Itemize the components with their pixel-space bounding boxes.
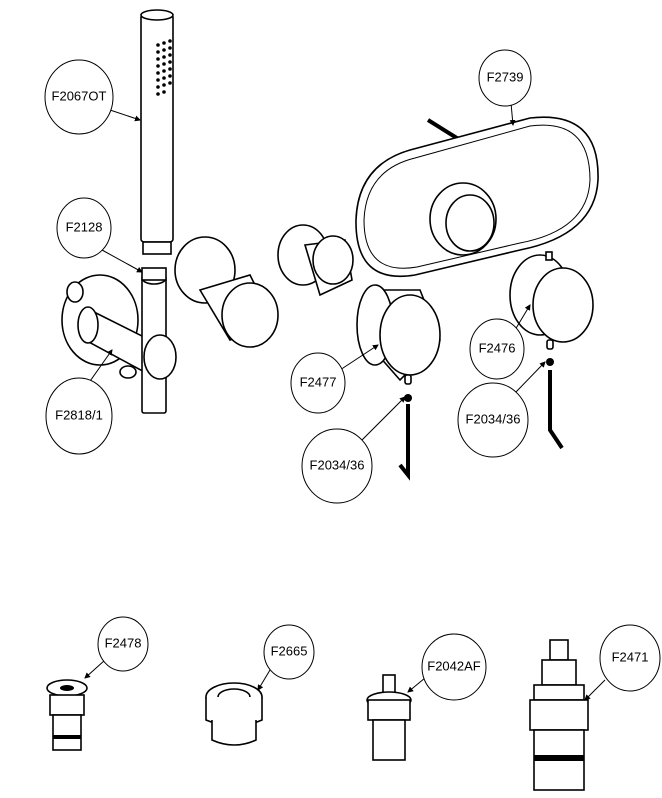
callout-f2042af: F2042AF (421, 633, 487, 701)
callout-f2128: F2128 (56, 197, 112, 259)
callout-label: F2042AF (427, 658, 481, 673)
callout-f2478: F2478 (97, 616, 149, 672)
callout-f2818-1: F2818/1 (45, 377, 113, 455)
callout-label: F2067OT (52, 88, 107, 103)
callout-label: F2477 (300, 374, 337, 389)
callout-label: F2128 (66, 219, 103, 234)
callout-f2665: F2665 (263, 624, 315, 680)
callout-f2476: F2476 (469, 318, 525, 380)
sleeve-drawing (277, 224, 354, 297)
callout-label: F2739 (487, 69, 524, 84)
cartridge-f2471-drawing (529, 639, 589, 791)
knob-left-drawing (356, 284, 441, 382)
callout-label: F2476 (479, 340, 516, 355)
callout-label: F2471 (612, 649, 649, 664)
callout-label: F2818/1 (55, 407, 103, 422)
cover-plate-drawing (355, 116, 599, 277)
callout-f2034-36-right: F2034/36 (457, 382, 529, 458)
hex-key-left-drawing (398, 374, 412, 481)
hand-shower-drawing (140, 9, 174, 255)
leader-lines (84, 102, 606, 701)
hex-key-right-drawing (546, 339, 564, 450)
part-f2478-drawing (46, 679, 88, 751)
callout-label: F2034/36 (310, 457, 365, 472)
callout-f2739: F2739 (478, 49, 532, 107)
wall-outlet-holder-drawing (61, 267, 177, 414)
cartridge-f2042af-drawing (366, 674, 412, 761)
knob-right-drawing (509, 251, 594, 343)
callout-f2477: F2477 (290, 352, 346, 414)
callout-label: F2478 (105, 635, 142, 650)
part-f2665-drawing (205, 682, 263, 746)
diverter-knob-drawing (174, 236, 279, 348)
callout-label: F2665 (271, 643, 308, 658)
callout-f2034-36-left: F2034/36 (301, 428, 373, 504)
callout-f2067ot: F2067OT (44, 59, 114, 135)
callout-label: F2034/36 (466, 411, 521, 426)
callout-f2471: F2471 (599, 624, 661, 692)
